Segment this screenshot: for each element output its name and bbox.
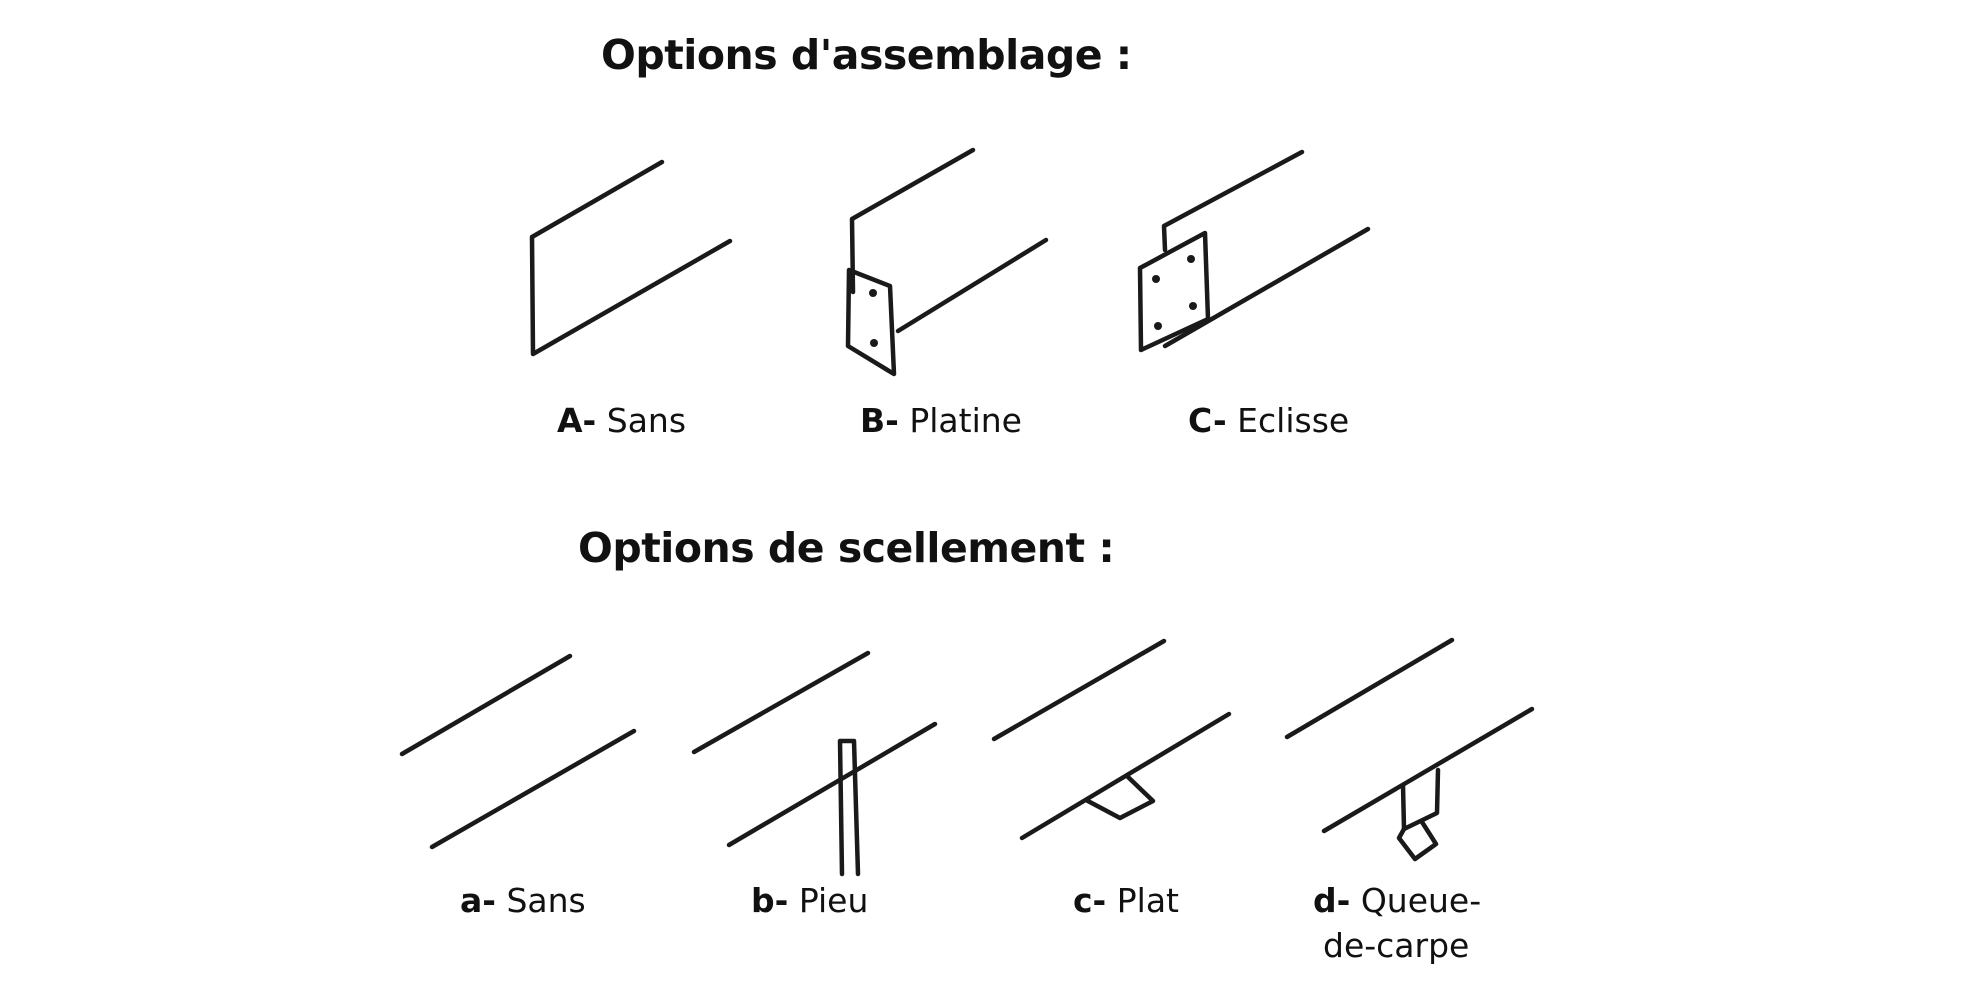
scellement-option-a-label: a- Sans [460, 878, 586, 923]
scellement-option-d-label: d- Queue-de-carpe [1313, 878, 1481, 968]
scellement-section-title: Options de scellement : [578, 524, 1115, 572]
option-name: Sans [506, 881, 586, 920]
option-letter: c- [1073, 881, 1107, 920]
assemblage-option-b-label: B- Platine [860, 398, 1022, 443]
assemblage-platine-illustration [845, 147, 1049, 377]
option-letter: a- [460, 881, 496, 920]
option-letter: A- [557, 401, 597, 440]
option-name: Pieu [798, 881, 869, 920]
option-letter: C- [1188, 401, 1227, 440]
option-name-continued: de-carpe [1323, 926, 1470, 965]
scellement-plat-illustration [991, 638, 1232, 841]
option-letter: d- [1313, 881, 1351, 920]
option-letter: B- [860, 401, 899, 440]
assemblage-section-title: Options d'assemblage : [601, 31, 1132, 79]
assemblage-sans-illustration [529, 159, 733, 357]
scellement-pieu-illustration [691, 650, 938, 877]
assemblage-option-c-label: C- Eclisse [1188, 398, 1349, 443]
scellement-queue-de-carpe-illustration [1284, 637, 1535, 862]
option-name: Platine [909, 401, 1022, 440]
option-name: Plat [1116, 881, 1179, 920]
assemblage-eclisse-illustration [1137, 149, 1371, 353]
option-letter: b- [751, 881, 789, 920]
assemblage-option-a-label: A- Sans [557, 398, 686, 443]
scellement-sans-illustration [399, 653, 637, 850]
option-name: Eclisse [1237, 401, 1350, 440]
scellement-option-c-label: c- Plat [1073, 878, 1179, 923]
option-name: Sans [606, 401, 687, 440]
scellement-option-b-label: b- Pieu [751, 878, 868, 923]
option-name: Queue- [1360, 881, 1482, 920]
